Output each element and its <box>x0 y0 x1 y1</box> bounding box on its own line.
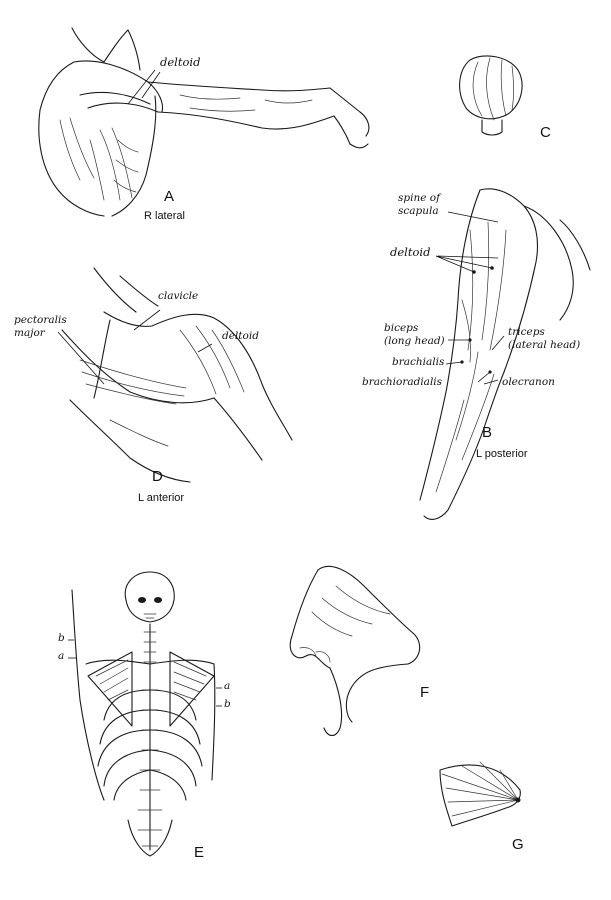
panel-letter-f: F <box>420 684 430 701</box>
panel-c-drawing <box>459 55 523 136</box>
label-e-a-left: a <box>58 650 65 662</box>
label-e-a-right: a <box>224 680 231 692</box>
panel-letter-b: B <box>482 424 493 441</box>
panel-caption-a: R lateral <box>144 210 185 222</box>
label-b-deltoid: deltoid <box>390 245 431 259</box>
label-b-olecranon: olecranon <box>502 376 555 388</box>
label-b-brachioradialis: brachioradialis <box>362 376 443 388</box>
panel-caption-d: L anterior <box>138 492 185 504</box>
label-d-pectoralis-major: pectoralis major <box>14 314 67 339</box>
label-d-clavicle: clavicle <box>158 290 199 302</box>
label-b-brachialis: brachialis <box>392 356 445 368</box>
panel-b-drawing <box>419 188 591 520</box>
panel-g-drawing <box>439 761 521 827</box>
panel-e-drawing <box>68 571 222 857</box>
label-e-b-right: b <box>224 698 231 710</box>
label-d-deltoid: deltoid <box>222 330 259 342</box>
panel-letter-e: E <box>194 844 205 861</box>
label-b-biceps: biceps (long head) <box>384 322 445 347</box>
panel-letter-c: C <box>540 124 551 141</box>
panel-letter-d: D <box>152 468 163 485</box>
label-b-triceps: triceps (lateral head) <box>508 326 581 351</box>
panel-letter-a: A <box>164 188 175 205</box>
panel-f-drawing <box>289 565 421 737</box>
panel-a-drawing <box>38 27 370 217</box>
label-b-spine-of-scapula: spine of scapula <box>398 192 440 217</box>
label-e-b-left: b <box>58 632 65 644</box>
panel-caption-b: L posterior <box>476 448 528 460</box>
panel-d-drawing <box>57 267 293 483</box>
panel-letter-g: G <box>512 836 524 853</box>
label-a-deltoid: deltoid <box>160 55 201 69</box>
